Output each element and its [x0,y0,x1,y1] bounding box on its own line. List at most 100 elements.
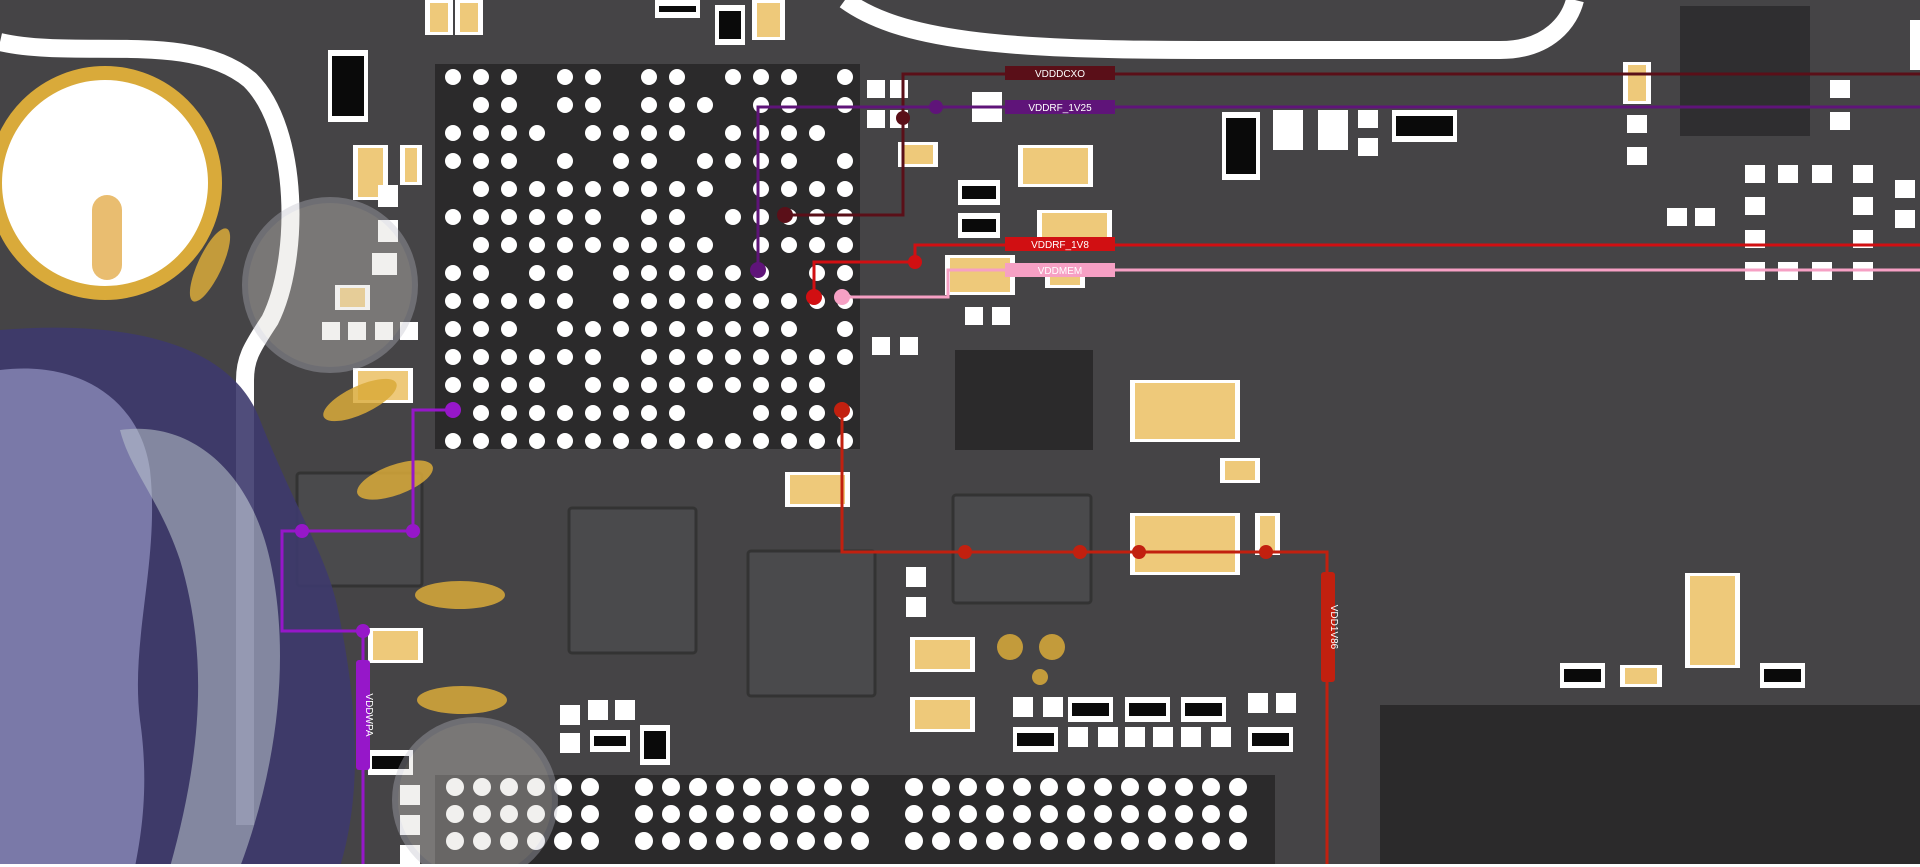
bga-ball [753,125,769,141]
bga-ball [781,433,797,449]
net-label-vdddcxo: VDDDCXO [1035,69,1085,80]
bga-ball [824,805,842,823]
white-pad [400,815,420,835]
bga-ball [613,405,629,421]
bga-ball [613,433,629,449]
bga-ball [669,265,685,281]
bga-ball [500,832,518,850]
bga-ball [557,97,573,113]
bga-ball [473,125,489,141]
bga-ball [529,265,545,281]
bga-ball [753,69,769,85]
bga-ball [837,181,853,197]
bga-ball [529,433,545,449]
net-label-vddwpa: VDDWPA [363,693,374,736]
bga-ball [501,125,517,141]
bga-ball [809,265,825,281]
bga-ball [473,237,489,253]
bga-ball [837,209,853,225]
bga-ball [500,778,518,796]
bga-ball [1148,805,1166,823]
bga-ball [770,805,788,823]
bga-ball [809,125,825,141]
white-pad [1125,727,1145,747]
junction-vdddcxo-b [777,207,793,223]
bga-ball [527,805,545,823]
junction-vddwpa-b [406,524,420,538]
bga-ball [557,265,573,281]
junction-vdd1v86-c [1073,545,1087,559]
bga-ball [613,181,629,197]
bga-ball [585,405,601,421]
bga-ball [743,805,761,823]
bga-ball [669,97,685,113]
white-pad [1695,208,1715,226]
white-pad [867,110,885,128]
black-part-body [594,736,626,746]
white-pad [867,80,885,98]
passive-body [373,631,418,660]
white-pad [1153,727,1173,747]
bga-ball [557,209,573,225]
white-pad [1358,138,1378,156]
bga-ball [473,433,489,449]
bga-ball [1121,778,1139,796]
bga-ball [697,349,713,365]
bga-ball [824,832,842,850]
bga-ball [851,832,869,850]
passive-body [1225,461,1255,480]
white-pad [1745,197,1765,215]
white-pad [1181,727,1201,747]
white-pad [1812,165,1832,183]
bga-ball [501,321,517,337]
white-pad [378,185,398,207]
bga-ball [581,832,599,850]
bga-ball [557,293,573,309]
bga-ball [500,805,518,823]
bga-ball [753,349,769,365]
bga-ball [557,433,573,449]
white-pad [992,307,1010,325]
bga-ball [473,265,489,281]
bga-ball [837,237,853,253]
bga-ball [1094,832,1112,850]
bga-ball [669,237,685,253]
net-label-vddrf-1v8-bg [1005,237,1115,251]
bga-ball [1094,805,1112,823]
white-pad [1778,165,1798,183]
gold-ring-component [0,66,222,300]
bga-ball [725,433,741,449]
bga-ball [959,832,977,850]
bga-ball [716,805,734,823]
bga-ball [669,293,685,309]
bga-ball [501,377,517,393]
bga-ball [557,69,573,85]
white-pad [1211,727,1231,747]
bga-ball [743,832,761,850]
bga-ball [529,293,545,309]
bga-ball [473,209,489,225]
white-pad [1830,80,1850,98]
bga-ball [554,832,572,850]
bga-ball [473,377,489,393]
white-pad [1318,110,1348,150]
bga-ball [445,293,461,309]
bga-ball [837,321,853,337]
passive-body [915,700,970,729]
bga-ball [585,349,601,365]
bga-ball [557,153,573,169]
bga-ball [473,97,489,113]
purple-overlay-light [0,368,153,867]
passive-body [1690,576,1735,665]
bga-ball [753,405,769,421]
bga-ball [851,805,869,823]
black-part-body [1564,669,1601,682]
white-pad [965,307,983,325]
purple-overlay-highlight [120,428,280,867]
passive-body [903,145,933,164]
net-label-vddrf-1v25-bg [1005,100,1115,114]
black-part-body [332,56,364,116]
bga-ball [1067,778,1085,796]
white-pad [890,80,908,98]
bga-ball [669,125,685,141]
